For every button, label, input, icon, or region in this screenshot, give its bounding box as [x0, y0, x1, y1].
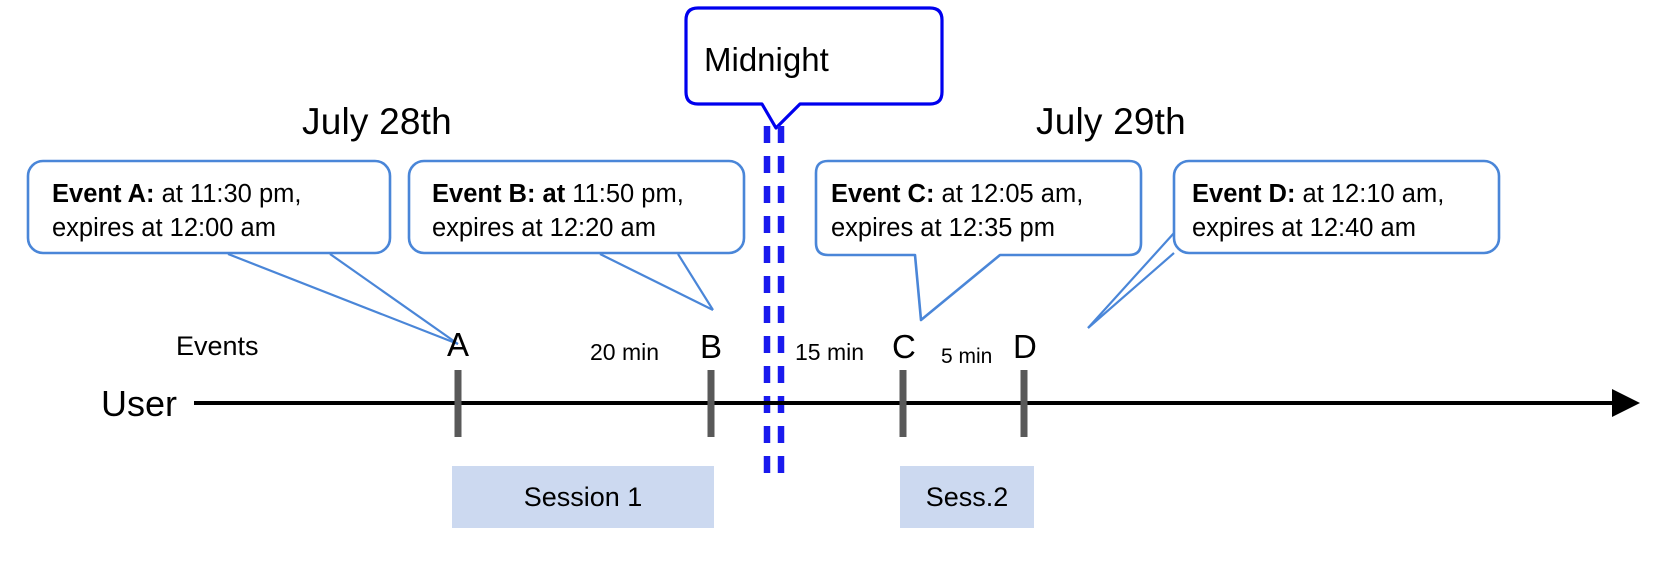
- interval-label-a-b: 20 min: [590, 339, 660, 365]
- event-b-callout-shape: [407, 159, 746, 255]
- session-1-label: Session 1: [523, 481, 643, 512]
- marker-label-a: A: [447, 326, 470, 363]
- event-c-line1-rest: at 12:05 am,: [934, 180, 1084, 208]
- event-c-callout-line2: expires at 12:35 pm: [831, 214, 1055, 242]
- session-box-2: Sess.2: [900, 466, 1034, 528]
- midnight-dashed-line: [763, 126, 785, 478]
- axis-tick-markers: [454, 370, 1028, 437]
- marker-label-b: B: [700, 328, 723, 365]
- event-d-callout-line1: Event D: at 12:10 am,: [1192, 178, 1444, 212]
- event-a-callout-shape: [26, 159, 392, 255]
- event-b-leader-lines: [599, 253, 714, 311]
- marker-label-c: C: [892, 328, 916, 365]
- user-row-label: User: [101, 383, 178, 424]
- session-box-1: Session 1: [452, 466, 714, 528]
- event-d-callout-shape: [1172, 159, 1501, 255]
- marker-label-d: D: [1013, 328, 1037, 365]
- event-a-line1-rest: at 11:30 pm,: [154, 180, 302, 208]
- event-d-leader-lines: [1087, 232, 1175, 329]
- event-d-callout-line2: expires at 12:40 am: [1192, 214, 1416, 242]
- event-d-line1-rest: at 12:10 am,: [1295, 180, 1445, 208]
- event-d-bold-label: Event D:: [1192, 180, 1296, 208]
- event-b-callout-line2: expires at 12:20 am: [432, 214, 656, 242]
- date-heading-july-29: July 29th: [1036, 101, 1186, 142]
- event-a-callout-line1: Event A: at 11:30 pm,: [52, 178, 301, 212]
- event-c-bold-label: Event C:: [831, 180, 935, 208]
- event-c-callout-line1: Event C: at 12:05 am,: [831, 178, 1083, 212]
- event-a-callout-line2: expires at 12:00 am: [52, 214, 276, 242]
- session-2-label: Sess.2: [925, 481, 1009, 512]
- midnight-label: Midnight: [704, 41, 829, 78]
- event-b-line1-rest: 11:50 pm,: [565, 180, 684, 208]
- interval-label-b-c: 15 min: [795, 339, 865, 365]
- date-heading-july-28: July 28th: [302, 101, 452, 142]
- events-row-label: Events: [176, 331, 259, 361]
- timeline-axis: [194, 389, 1640, 417]
- event-b-callout-line1: Event B: at 11:50 pm,: [432, 178, 684, 212]
- event-a-leader-lines: [227, 252, 459, 346]
- event-c-callout-shape: [814, 159, 1143, 322]
- midnight-callout-shape: [684, 6, 944, 130]
- interval-label-c-d: 5 min: [941, 345, 993, 368]
- event-b-bold-label: Event B: at: [432, 180, 566, 208]
- event-a-bold-label: Event A:: [52, 180, 155, 208]
